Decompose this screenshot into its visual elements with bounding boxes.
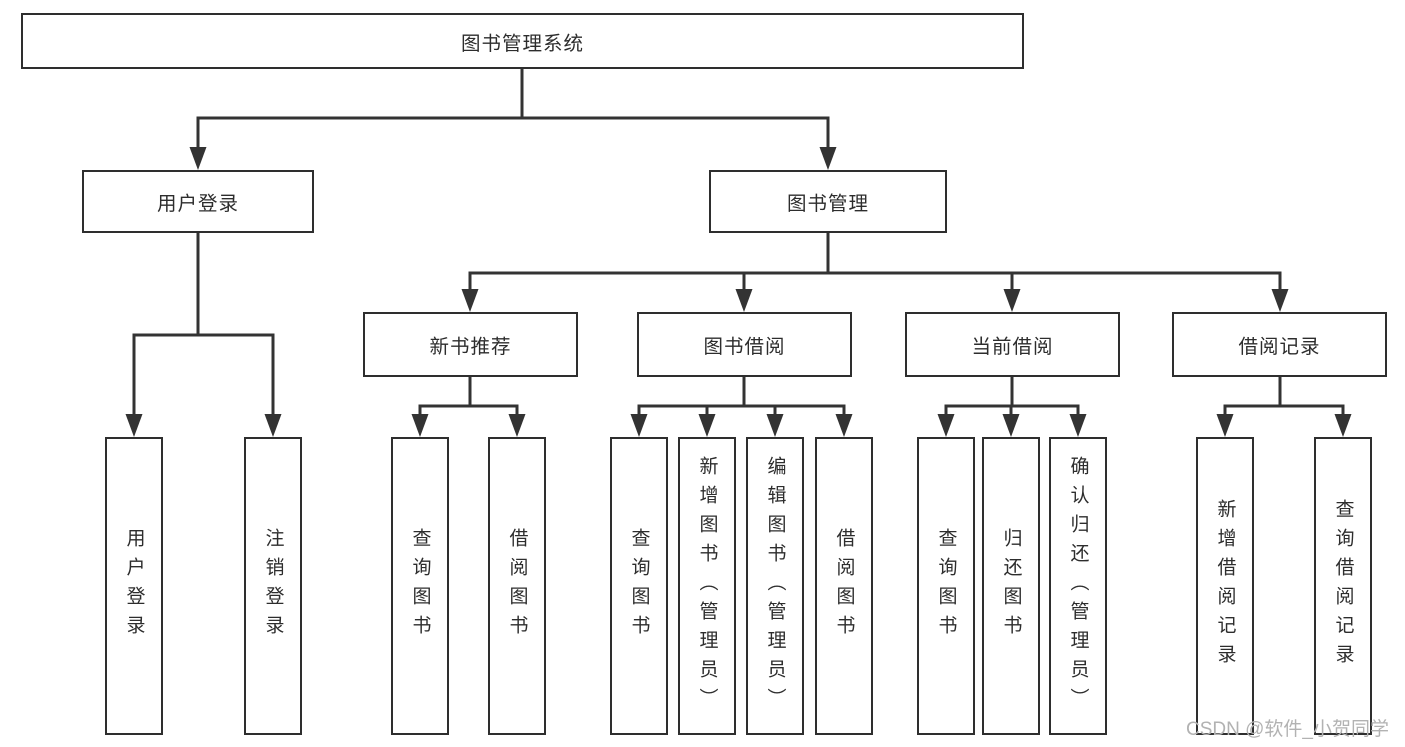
node-book-borrow: 图书借阅 xyxy=(637,312,852,377)
arrow-icon xyxy=(698,414,716,437)
leaf-confirm-return-admin: 确认归还（管理员） xyxy=(1049,437,1107,735)
leaf-query-books-recommend-label: 查询图书 xyxy=(409,528,431,644)
leaf-user-login: 用户登录 xyxy=(105,437,163,735)
leaf-query-books-borrow-label: 查询图书 xyxy=(628,528,650,644)
node-borrow-record: 借阅记录 xyxy=(1172,312,1387,377)
leaf-add-books-admin-label: 新增图书（管理员） xyxy=(696,455,718,717)
node-root: 图书管理系统 xyxy=(21,13,1024,69)
leaf-borrow-books: 借阅图书 xyxy=(815,437,873,735)
leaf-return-books-label: 归还图书 xyxy=(1000,528,1022,644)
arrow-icon xyxy=(1002,414,1020,437)
leaf-add-borrow-record: 新增借阅记录 xyxy=(1196,437,1254,735)
arrow-icon xyxy=(1069,414,1087,437)
arrow-icon xyxy=(735,289,753,312)
arrow-icon xyxy=(766,414,784,437)
leaf-edit-books-admin: 编辑图书（管理员） xyxy=(746,437,804,735)
leaf-query-borrow-record: 查询借阅记录 xyxy=(1314,437,1372,735)
node-borrow-record-label: 借阅记录 xyxy=(1238,336,1321,358)
node-book-management-label: 图书管理 xyxy=(786,193,869,215)
arrow-icon xyxy=(1216,414,1234,437)
leaf-query-books-current-label: 查询图书 xyxy=(935,528,957,644)
arrow-icon xyxy=(630,414,648,437)
connector-path xyxy=(132,67,1345,423)
node-user-login: 用户登录 xyxy=(82,170,314,233)
arrow-icon xyxy=(1003,289,1021,312)
leaf-query-borrow-record-label: 查询借阅记录 xyxy=(1332,499,1354,673)
leaf-query-books-borrow: 查询图书 xyxy=(610,437,668,735)
node-book-management: 图书管理 xyxy=(709,170,947,233)
leaf-logout: 注销登录 xyxy=(244,437,302,735)
arrow-icon xyxy=(461,289,479,312)
leaf-logout-label: 注销登录 xyxy=(262,528,284,644)
arrow-icon xyxy=(264,414,282,437)
node-user-login-label: 用户登录 xyxy=(156,193,239,215)
node-current-borrow-label: 当前借阅 xyxy=(971,336,1054,358)
leaf-query-books-recommend: 查询图书 xyxy=(391,437,449,735)
leaf-edit-books-admin-label: 编辑图书（管理员） xyxy=(764,455,786,717)
leaf-add-books-admin: 新增图书（管理员） xyxy=(678,437,736,735)
node-root-label: 图书管理系统 xyxy=(460,32,584,55)
leaf-borrow-books-label: 借阅图书 xyxy=(833,528,855,644)
node-current-borrow: 当前借阅 xyxy=(905,312,1120,377)
leaf-query-books-current: 查询图书 xyxy=(917,437,975,735)
node-new-book-recommend-label: 新书推荐 xyxy=(429,336,512,358)
arrow-icon xyxy=(189,147,207,170)
node-new-book-recommend: 新书推荐 xyxy=(363,312,578,377)
arrow-icon xyxy=(835,414,853,437)
arrowheads xyxy=(125,147,1352,437)
arrow-icon xyxy=(1271,289,1289,312)
arrow-icon xyxy=(125,414,143,437)
arrow-icon xyxy=(937,414,955,437)
leaf-user-login-label: 用户登录 xyxy=(123,528,145,644)
arrow-icon xyxy=(411,414,429,437)
arrow-icon xyxy=(1334,414,1352,437)
leaf-return-books: 归还图书 xyxy=(982,437,1040,735)
node-book-borrow-label: 图书借阅 xyxy=(703,336,786,358)
leaf-borrow-books-recommend: 借阅图书 xyxy=(488,437,546,735)
arrow-icon xyxy=(819,147,837,170)
leaf-confirm-return-admin-label: 确认归还（管理员） xyxy=(1067,455,1089,717)
arrow-icon xyxy=(508,414,526,437)
csdn-watermark: CSDN @软件_小贺同学 xyxy=(1186,719,1389,740)
leaf-borrow-books-recommend-label: 借阅图书 xyxy=(506,528,528,644)
leaf-add-borrow-record-label: 新增借阅记录 xyxy=(1214,499,1236,673)
